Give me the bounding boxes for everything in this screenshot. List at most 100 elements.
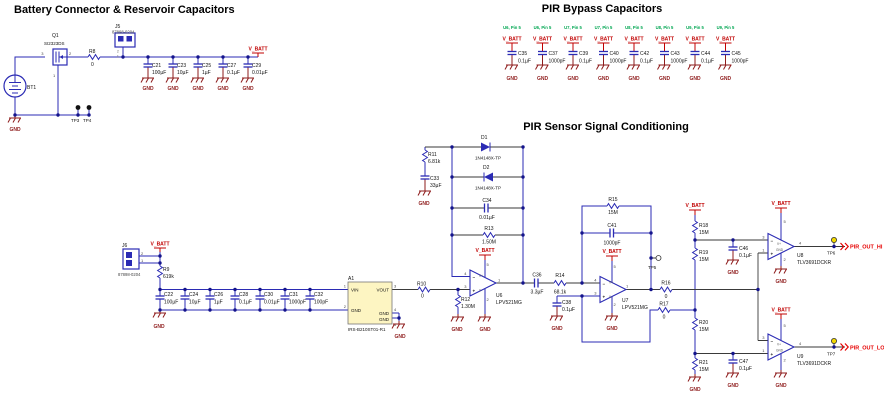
gnd-symbol-c33 <box>417 187 432 196</box>
u9-plus: + <box>771 352 774 357</box>
battery-section: V_BATT BT1 GND Q1 SI2323DS 3 2 1 R8 0 J5… <box>3 24 268 133</box>
c39-pin-note: U7, Pin 5 <box>564 25 582 30</box>
filter-capacitors: C22 100µF C24 10µF C26 1µF C28 0.1µF C30… <box>154 292 328 306</box>
battery-bt1: BT1 <box>3 74 36 98</box>
gnd-label: GND <box>506 76 518 82</box>
gnd-label-c29: GND <box>242 86 254 92</box>
out-lo-chevron-icon <box>840 343 850 351</box>
r9-val: 619k <box>163 274 174 280</box>
r20-val: 15M <box>699 327 709 333</box>
c45-val: 1000pF <box>732 59 749 65</box>
junction-dot <box>171 55 175 59</box>
c32-ref: C32 <box>314 292 323 298</box>
d2-ref: D2 <box>483 165 490 171</box>
c24-val: 10µF <box>189 300 201 306</box>
gnd-symbol-c38 <box>549 312 564 321</box>
a1-pin-gnd-left: GND <box>351 308 362 313</box>
r15-ref: R15 <box>608 197 617 203</box>
resistor-r20 <box>692 317 698 331</box>
r16-val: 0 <box>665 294 668 300</box>
r17-ref: R17 <box>659 302 668 308</box>
junction-dot <box>56 113 60 117</box>
resistor-r8 <box>87 54 101 60</box>
junction-dot <box>146 55 150 59</box>
vbatt-label: V_BATT <box>533 37 552 43</box>
u6-num5: 5 <box>487 262 490 267</box>
c43-ref: C43 <box>671 51 680 57</box>
gnd-label-bt1: GND <box>9 127 21 133</box>
gnd-symbol-c44 <box>687 61 702 70</box>
c36-val: 3.3µF <box>531 290 544 296</box>
c40-ref: C40 <box>610 51 619 57</box>
a1-num1: 1 <box>344 284 347 289</box>
resistor-r13 <box>482 232 496 238</box>
a1-pin-vin: VIN <box>351 288 359 293</box>
r9-ref: R9 <box>163 267 170 273</box>
c28-ref: C28 <box>239 292 248 298</box>
u6-num1: 1 <box>498 278 501 283</box>
u8-vp: V+ <box>777 242 781 246</box>
a1-ref: A1 <box>348 276 354 282</box>
c41-val: 1000pF <box>604 241 621 247</box>
junction-dot <box>87 113 91 117</box>
u7-num5: 5 <box>614 264 617 269</box>
r18-val: 15M <box>699 230 709 236</box>
gnd-symbol-c23 <box>165 74 180 83</box>
u6-num4: 4 <box>464 271 467 276</box>
u8-num5: 5 <box>784 219 787 224</box>
gnd-label-u9: GND <box>775 383 787 389</box>
gnd-symbol-c21 <box>140 74 155 83</box>
gnd-symbol-u7 <box>604 312 619 321</box>
c31-val: 1000pF <box>289 300 306 306</box>
a1-body <box>347 281 393 325</box>
vbatt-label: V_BATT <box>594 37 613 43</box>
pir-out-hi-label: PIR_OUT_HI <box>850 245 883 251</box>
r16-ref: R16 <box>661 281 670 287</box>
cap-c43 <box>659 50 670 56</box>
gnd-symbol-divider <box>687 373 702 382</box>
c35-ref: C35 <box>518 51 527 57</box>
cap-c42 <box>628 50 640 56</box>
u8-num2: 2 <box>784 257 787 262</box>
d1-part: 1N4148X-TP <box>475 156 501 161</box>
a1-pin-gnd4: GND <box>379 311 390 316</box>
connector-j5: J5 87898-0204 2 1 <box>112 24 136 59</box>
tp7-testpoint <box>831 337 838 344</box>
r8-val: 0 <box>91 62 94 68</box>
r17-val: 0 <box>663 315 666 321</box>
diode-d1 <box>481 142 490 152</box>
c32-val: 100pF <box>314 300 328 306</box>
r13-val: 1.50M <box>482 240 496 246</box>
j5-pin-square-1 <box>118 36 124 42</box>
c23-ref: C23 <box>177 63 186 69</box>
gnd-label-c33: GND <box>418 201 430 207</box>
u9-num4: 4 <box>799 341 802 346</box>
c39-val: 0.1µF <box>579 59 592 65</box>
u6-vm: V- <box>479 289 482 293</box>
c42-ref: C42 <box>640 51 649 57</box>
gnd-label-c23: GND <box>167 86 179 92</box>
gnd-symbol-c27 <box>215 74 230 83</box>
d1-ref: D1 <box>481 135 488 141</box>
gnd-label: GND <box>598 76 610 82</box>
tp3-label: TP3 <box>71 118 80 123</box>
cap-c44 <box>689 50 701 56</box>
tp7-label: TP7 <box>827 352 836 357</box>
c24-ref: C24 <box>189 292 198 298</box>
j6-part: 87898-0204 <box>118 272 141 277</box>
r13-ref: R13 <box>484 226 493 232</box>
vbatt-label: V_BATT <box>563 37 582 43</box>
pir-out-lo-label: PIR_OUT_LO <box>850 346 884 352</box>
resistor-r17 <box>657 307 671 313</box>
c36-ref: C36 <box>532 273 541 279</box>
tp4-label: TP4 <box>83 118 92 123</box>
gnd-label-a1: GND <box>394 334 406 340</box>
u8-ref: U8 <box>797 253 804 259</box>
u9-num3: 3 <box>762 335 765 340</box>
tp6-label: TP6 <box>827 251 836 256</box>
r19-val: 15M <box>699 257 709 263</box>
c44-pin-note: U9, Pin 5 <box>686 25 704 30</box>
gnd-label: GND <box>628 76 640 82</box>
c26-val: 1µF <box>214 300 223 306</box>
c42-val: 0.1µF <box>640 59 653 65</box>
